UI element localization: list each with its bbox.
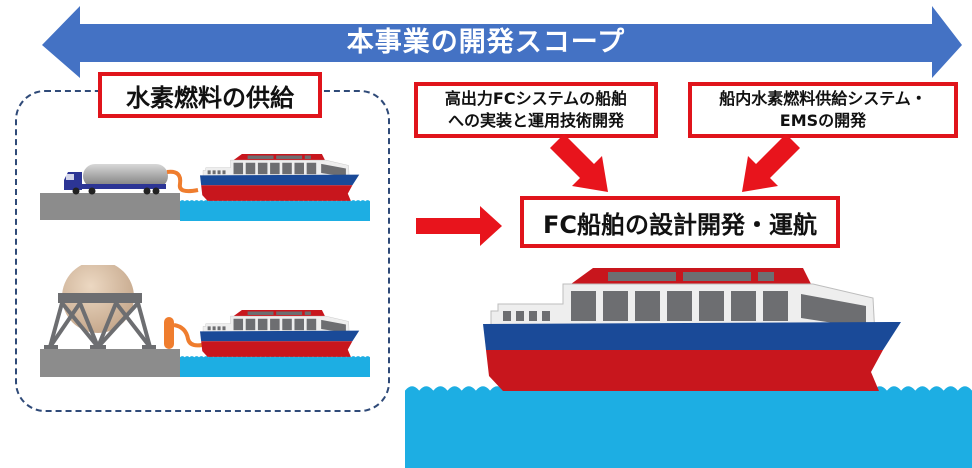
fuel-system-box: 船内水素燃料供給システム・ EMSの開発 <box>688 82 958 138</box>
fc-system-line2: への実装と運用技術開発 <box>447 111 624 130</box>
arrow-down-right-icon <box>550 134 608 192</box>
fuel-system-line2: EMSの開発 <box>779 111 867 130</box>
ship-icon <box>200 309 360 358</box>
fuel-system-line1: 船内水素燃料供給システム・ <box>719 89 927 108</box>
tank-to-ship-scene <box>40 265 370 385</box>
fc-ship-icon <box>483 267 902 392</box>
hydrogen-supply-title: 水素燃料の供給 <box>98 72 322 118</box>
fc-system-box: 高出力FCシステムの船舶 への実装と運用技術開発 <box>414 82 658 138</box>
truck-to-ship-scene <box>40 150 370 230</box>
fc-ship-main-box: FC船舶の設計開発・運航 <box>520 196 840 248</box>
fc-system-line1: 高出力FCシステムの船舶 <box>444 89 628 108</box>
fc-ship-scene <box>405 262 972 468</box>
tank-truck-icon <box>40 164 199 220</box>
arrow-right-icon <box>416 206 502 246</box>
scope-double-arrow <box>42 6 962 78</box>
red-arrows <box>416 134 800 246</box>
spherical-tank-icon <box>40 265 203 377</box>
scope-title: 本事業の開発スコープ <box>346 27 626 58</box>
arrow-down-left-icon <box>742 134 800 192</box>
ship-icon <box>200 153 360 202</box>
